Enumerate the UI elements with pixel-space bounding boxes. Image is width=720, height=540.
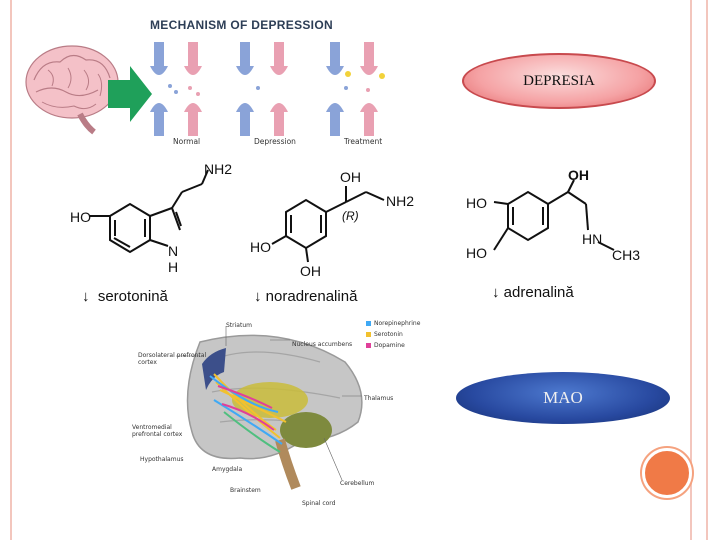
serotonin-nh2: NH2 (204, 161, 232, 177)
depresia-oval: DEPRESIA (462, 53, 656, 109)
legend-serotonin: Serotonin (374, 331, 403, 338)
synapse-label-treatment: Treatment (344, 137, 383, 146)
noradrenaline-ho: HO (250, 239, 271, 255)
adrenaline-ch3: CH3 (612, 247, 640, 263)
adrenaline-structure: OH HO HO HN CH3 (466, 167, 640, 263)
synapse-label-depression: Depression (254, 137, 296, 146)
nt-serotonin-label: serotonină (97, 288, 168, 305)
synapse-label-normal: Normal (173, 137, 201, 146)
brain-label-thalamus: Thalamus (364, 395, 394, 402)
brain-pathways-diagram (176, 326, 363, 490)
down-arrow-icon: ↓ (492, 284, 500, 301)
brain-label-spinal-cord: Spinal cord (302, 500, 336, 507)
legend-item: Serotonin (366, 331, 420, 338)
adrenaline-oh: OH (568, 167, 589, 183)
green-arrow-icon (108, 66, 152, 122)
legend-swatch (366, 321, 371, 326)
legend-item: Dopamine (366, 342, 420, 349)
brain-label-striatum: Striatum (226, 322, 252, 329)
brain-legend: Norepinephrine Serotonin Dopamine (366, 320, 420, 349)
brain-label-brainstem: Brainstem (230, 487, 261, 494)
brain-label-cerebellum: Cerebellum (340, 480, 375, 487)
noradrenaline-oh-bottom: OH (300, 263, 321, 279)
legend-swatch (366, 343, 371, 348)
nt-serotonin: ↓ serotonină (82, 288, 168, 305)
depresia-label: DEPRESIA (523, 72, 595, 89)
serotonin-structure: HO N H NH2 (70, 161, 232, 275)
mao-label: MAO (543, 388, 583, 407)
decorative-circle (642, 448, 692, 498)
brain-label-hypothalamus: Hypothalamus (140, 456, 184, 463)
nt-adrenaline: ↓ adrenalină (492, 284, 574, 301)
brain-label-ventromedial: Ventromedial prefrontal cortex (132, 424, 183, 438)
mechanism-title: MECHANISM OF DEPRESSION (150, 18, 333, 32)
nt-noradrenaline: ↓ noradrenalină (254, 288, 357, 305)
adrenaline-ho-top: HO (466, 195, 487, 211)
frame-line-right-inner (690, 0, 692, 540)
mao-oval: MAO (456, 372, 670, 424)
frame-line-right-outer (706, 0, 708, 540)
adrenaline-ho-bottom: HO (466, 245, 487, 261)
down-arrow-icon: ↓ (82, 288, 90, 305)
legend-dopamine: Dopamine (374, 342, 405, 349)
synapse-diagram (150, 42, 385, 136)
frame-line-left (10, 0, 12, 540)
noradrenaline-oh-top: OH (340, 169, 361, 185)
legend-norepinephrine: Norepinephrine (374, 320, 421, 327)
legend-item: Norepinephrine (366, 320, 420, 327)
adrenaline-hn: HN (582, 231, 602, 247)
nt-adrenaline-label: adrenalină (503, 284, 574, 301)
nt-noradrenaline-label: noradrenalină (265, 288, 358, 305)
brain-label-dorsolateral: Dorsolateral prefrontal cortex (138, 352, 207, 366)
noradrenaline-nh2: NH2 (386, 193, 414, 209)
legend-swatch (366, 332, 371, 337)
serotonin-ho: HO (70, 209, 91, 225)
down-arrow-icon: ↓ (254, 288, 262, 305)
noradrenaline-structure: OH (R) NH2 HO OH (250, 169, 414, 279)
serotonin-h: H (168, 259, 178, 275)
noradrenaline-r: (R) (342, 209, 359, 223)
serotonin-n: N (168, 243, 178, 259)
brain-label-amygdala: Amygdala (212, 466, 243, 473)
brain-label-nucleus-accumbens: Nucleus accumbens (292, 341, 353, 348)
brain-illustration (25, 45, 119, 135)
